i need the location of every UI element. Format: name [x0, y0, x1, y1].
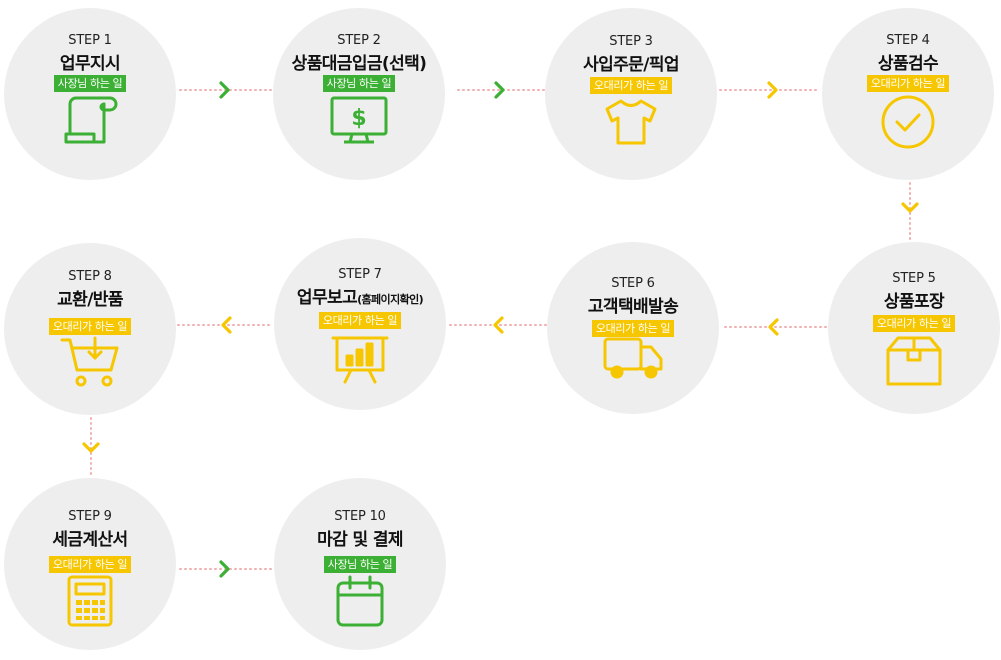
chevron-right-icon: [494, 81, 505, 99]
chevron-right-icon: [767, 81, 778, 99]
step-10-circle: STEP 10 마감 및 결제 사장님 하는 일: [274, 478, 446, 650]
svg-text:$: $: [351, 106, 366, 131]
step-7-title-sub: (홈페이지확인): [357, 293, 424, 306]
step-4-badge: 오대리가 하는 일: [866, 75, 950, 92]
step-6-badge: 오대리가 하는 일: [591, 320, 675, 337]
step-9-number: STEP 9: [68, 509, 112, 524]
step-9-title: 세금계산서: [52, 530, 128, 550]
step-5-badge: 오대리가 하는 일: [872, 315, 956, 332]
step-9-badge: 오대리가 하는 일: [48, 556, 132, 573]
cart-return-icon: [60, 336, 119, 387]
chevron-left-icon: [768, 318, 779, 336]
chevron-down-icon: [901, 202, 919, 213]
step-7-title-main: 업무보고: [296, 288, 358, 308]
calculator-icon: [67, 575, 113, 627]
step-7-badge: 오대리가 하는 일: [318, 312, 402, 329]
step-7-number: STEP 7: [338, 267, 382, 282]
check-circle-icon: [881, 95, 935, 149]
step-10-title: 마감 및 결제: [317, 530, 403, 550]
step-4-circle: STEP 4 상품검수 오대리가 하는 일: [822, 8, 994, 180]
step-3-badge: 오대리가 하는 일: [589, 77, 673, 94]
step-5-title: 상품포장: [883, 292, 945, 312]
step-7-circle: STEP 7 업무보고(홈페이지확인) 오대리가 하는 일: [274, 238, 446, 410]
step-7-title: 업무보고(홈페이지확인): [274, 283, 446, 308]
step-1-circle: STEP 1 업무지시 사장님 하는 일: [4, 8, 176, 180]
calendar-icon: [336, 575, 384, 627]
step-5-number: STEP 5: [892, 271, 936, 286]
chevron-down-icon: [82, 442, 100, 453]
step-3-number: STEP 3: [609, 34, 653, 49]
step-1-badge: 사장님 하는 일: [53, 75, 127, 92]
step-9-circle: STEP 9 세금계산서 오대리가 하는 일: [4, 478, 176, 650]
step-2-circle: STEP 2 상품대금입금(선택) 사장님 하는 일 $: [273, 8, 445, 180]
step-8-number: STEP 8: [68, 269, 112, 284]
step-8-circle: STEP 8 교환/반품 오대리가 하는 일: [4, 243, 176, 415]
step-2-badge: 사장님 하는 일: [322, 75, 396, 92]
step-4-title: 상품검수: [877, 54, 939, 74]
chevron-right-icon: [219, 560, 230, 578]
chevron-left-icon: [493, 316, 504, 334]
step-1-number: STEP 1: [68, 33, 112, 48]
step-6-title: 고객택배발송: [587, 297, 679, 317]
step-6-number: STEP 6: [611, 276, 655, 291]
step-8-title: 교환/반품: [57, 290, 123, 310]
step-2-title: 상품대금입금(선택): [291, 54, 427, 74]
box-icon: [886, 336, 942, 386]
monitor-dollar-icon: $: [330, 96, 388, 144]
step-10-badge: 사장님 하는 일: [323, 556, 397, 573]
presentation-chart-icon: [331, 336, 389, 384]
step-8-badge: 오대리가 하는 일: [48, 318, 132, 335]
step-3-circle: STEP 3 사입주문/픽업 오대리가 하는 일: [545, 8, 717, 180]
step-2-number: STEP 2: [337, 33, 381, 48]
truck-icon: [603, 337, 663, 379]
document-scroll-icon: [64, 96, 118, 144]
step-6-circle: STEP 6 고객택배발송 오대리가 하는 일: [547, 242, 719, 414]
step-1-title: 업무지시: [59, 54, 121, 74]
tshirt-icon: [605, 99, 657, 145]
step-5-circle: STEP 5 상품포장 오대리가 하는 일: [828, 242, 1000, 414]
step-3-title: 사입주문/픽업: [583, 55, 679, 75]
chevron-left-icon: [221, 316, 232, 334]
step-4-number: STEP 4: [886, 33, 930, 48]
step-10-number: STEP 10: [334, 509, 386, 524]
chevron-right-icon: [219, 81, 230, 99]
